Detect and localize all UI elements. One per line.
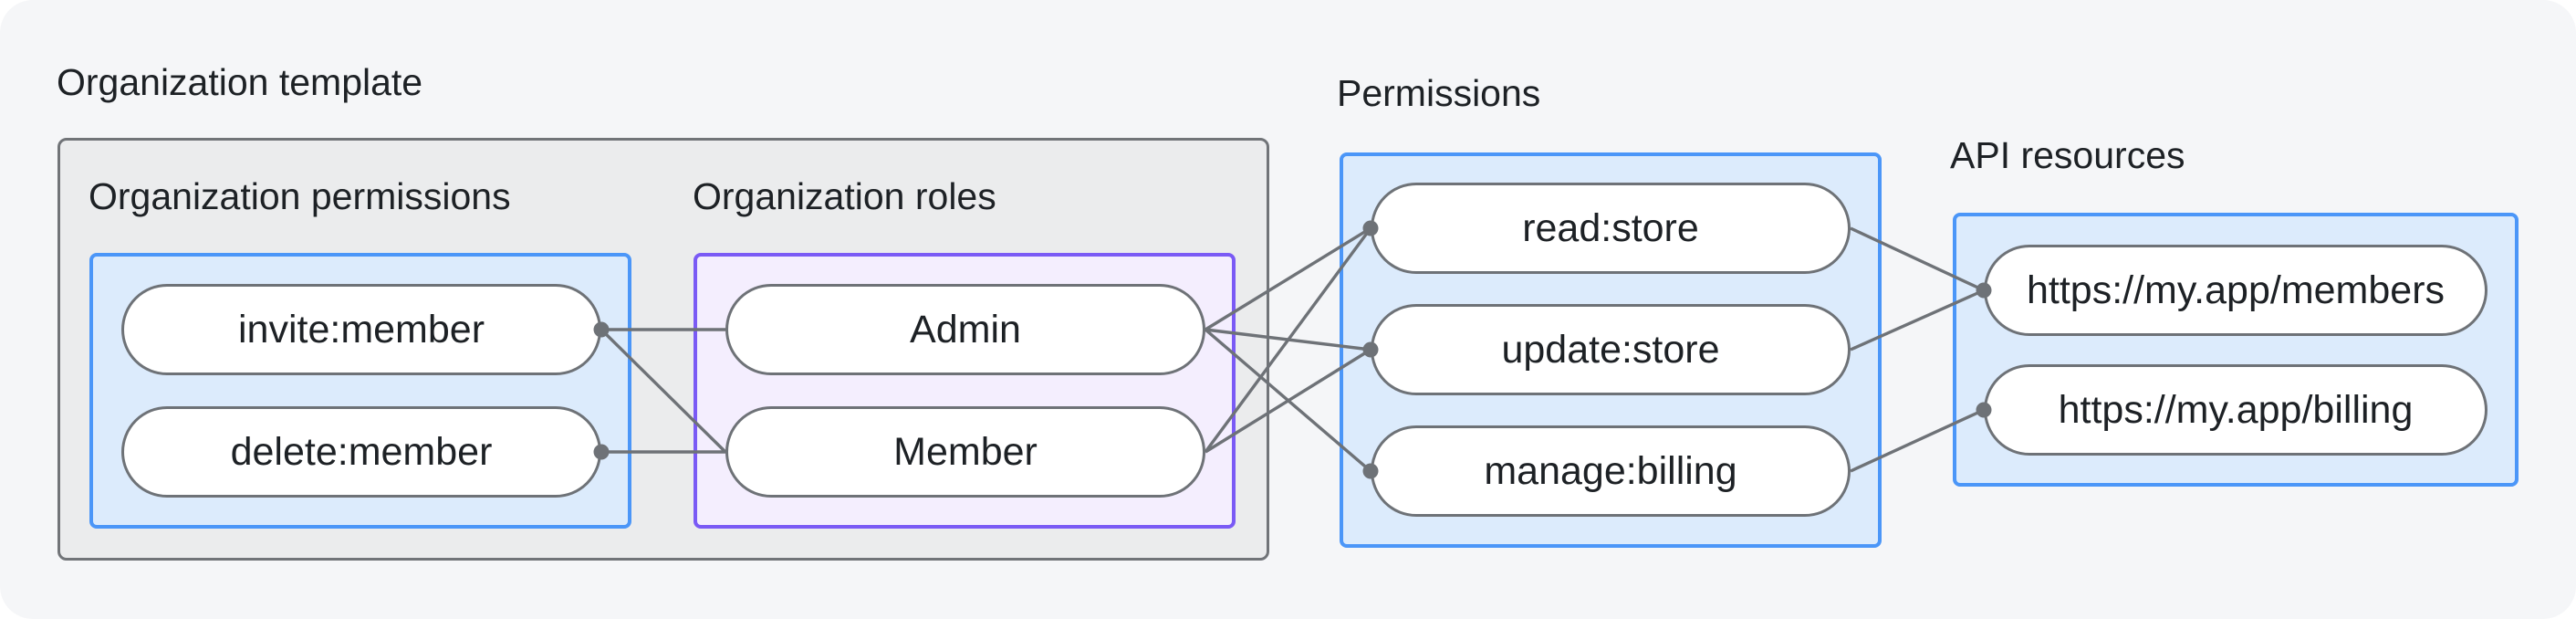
api-resources-label: API resources xyxy=(1950,134,2185,176)
organization-template-label: Organization template xyxy=(57,61,423,103)
update-store-pill: update:store xyxy=(1371,304,1851,395)
manage-billing-pill: manage:billing xyxy=(1371,425,1851,517)
delete-member-pill: delete:member xyxy=(121,406,601,498)
organization-permissions-label: Organization permissions xyxy=(89,175,511,217)
members-url-pill: https://my.app/members xyxy=(1984,245,2487,336)
read-store-pill: read:store xyxy=(1371,183,1851,274)
member-role-pill: Member xyxy=(725,406,1205,498)
permissions-label: Permissions xyxy=(1337,72,1541,114)
invite-member-pill: invite:member xyxy=(121,284,601,375)
organization-roles-label: Organization roles xyxy=(693,175,996,217)
billing-url-pill: https://my.app/billing xyxy=(1984,364,2487,456)
admin-role-pill: Admin xyxy=(725,284,1205,375)
